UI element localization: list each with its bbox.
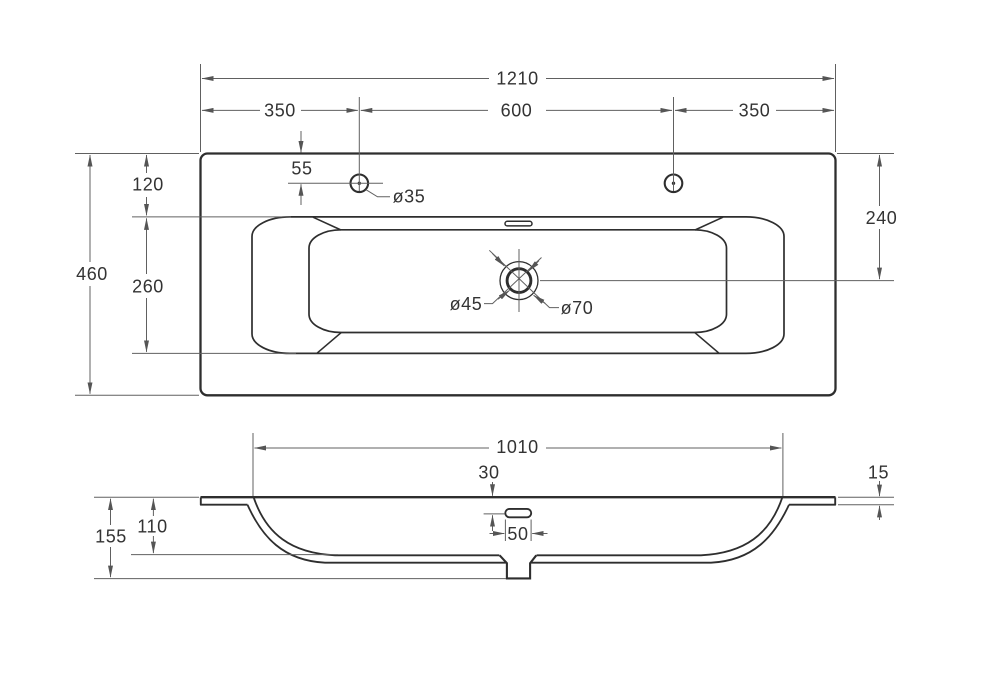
dim-basin-front-to-back: 260 (132, 217, 164, 353)
corner-slope-bottom-right (693, 331, 720, 354)
dim-hole-from-rear-edge: 55 (291, 131, 312, 205)
dim-240-label: 240 (866, 208, 898, 228)
overflow-slot-top-view (504, 220, 533, 227)
basin-outer-rim (251, 216, 785, 355)
drain-outer-arrow-right (533, 294, 546, 304)
dim-left-offset-label: 350 (264, 100, 296, 120)
corner-slope-bottom-left (316, 331, 343, 354)
dim-hole-positions: 350 600 350 (201, 100, 835, 120)
dim-120-label: 120 (132, 175, 164, 195)
dim-rim-thickness: 15 (868, 463, 889, 520)
dim-overall-depth: 460 (76, 154, 108, 395)
front-bowl-inner-left (252, 496, 500, 557)
front-rim-left (199, 497, 248, 506)
front-bowl-outer-right (530, 504, 790, 564)
dim-overall-width: 1210 (201, 69, 835, 89)
dim-overflow-width: 50 (489, 524, 548, 544)
faucet-hole-diameter-label: ø35 (393, 187, 426, 207)
top-view-extension-lines (75, 64, 894, 396)
drain-diameter-callouts: ø45 ø70 (450, 249, 594, 318)
dim-50-label: 50 (507, 524, 528, 544)
dim-155-label: 155 (95, 527, 127, 547)
faucet-hole-leader (365, 189, 390, 198)
dim-hole-spacing-label: 600 (501, 100, 533, 120)
dim-bowl-depth: 110 (137, 498, 168, 554)
corner-slope-top-left (312, 216, 342, 231)
dim-basin-inner-width: 1010 (254, 437, 782, 457)
dim-1010-label: 1010 (496, 437, 538, 457)
dim-55-label: 55 (291, 159, 312, 179)
dim-overflow-from-top: 30 (478, 463, 499, 531)
dim-overall-height: 155 (95, 498, 127, 578)
drain-inner-arrow-left (497, 290, 510, 300)
basin-corner-slopes (312, 216, 724, 354)
front-drain-outlet (498, 554, 538, 580)
front-view-extension-lines (94, 433, 894, 580)
drain-outer-diagonal (488, 249, 559, 309)
drain-outer-diameter-label: ø70 (561, 298, 594, 318)
dim-drain-from-rear-edge: 240 (866, 154, 898, 280)
front-rim-right (789, 497, 837, 506)
drain-inner-diagonal (484, 257, 542, 305)
faucet-hole-diameter-callout: ø35 (365, 187, 426, 207)
countertop-outline (199, 152, 837, 397)
front-bowl-inner-right (536, 496, 784, 557)
dim-rear-edge-to-basin: 120 (132, 154, 164, 216)
drain-outer-arrow-left (491, 253, 505, 267)
overflow-slot-front-view (504, 507, 533, 519)
front-view: 1010 30 50 15 110 15 (94, 433, 894, 580)
top-view: 1210 350 600 350 55 ø35 (75, 64, 898, 397)
dim-260-label: 260 (132, 277, 164, 297)
front-bowl-outer-left (246, 504, 507, 564)
dim-15-label: 15 (868, 463, 889, 483)
basin-inner-bottom (308, 228, 728, 334)
drain-inner-arrow-right (528, 260, 540, 272)
dim-right-offset-label: 350 (739, 100, 771, 120)
drain-inner-diameter-label: ø45 (450, 294, 483, 314)
corner-slope-top-right (694, 216, 724, 231)
dim-110-label: 110 (137, 517, 168, 537)
dim-460-label: 460 (76, 264, 108, 284)
dim-30-label: 30 (478, 463, 499, 483)
dim-overall-width-label: 1210 (496, 69, 538, 89)
